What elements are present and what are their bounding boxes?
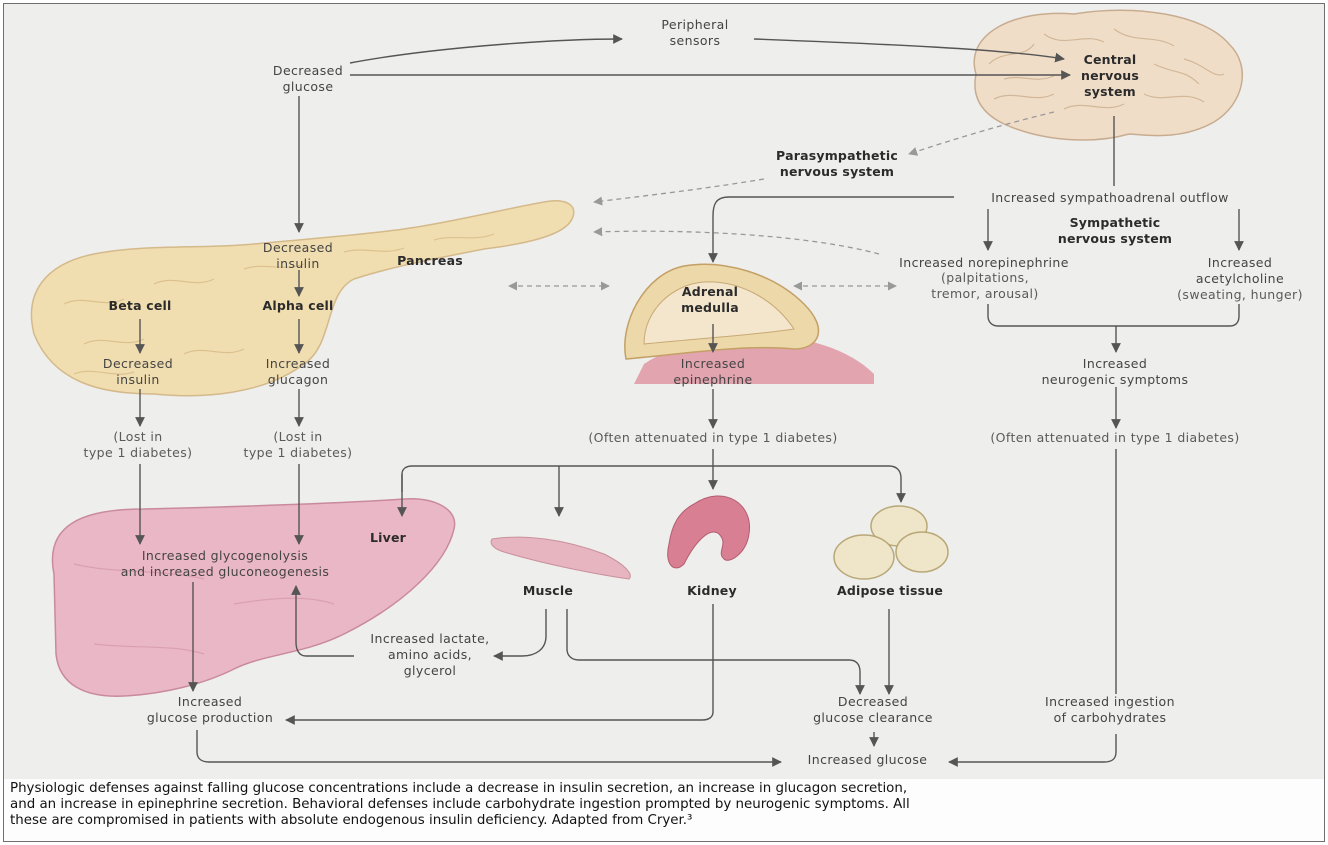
increased-epinephrine-label: Increased epinephrine — [658, 356, 768, 388]
kidney-label: Kidney — [672, 583, 752, 599]
sympathetic-label: Sympathetic nervous system — [1040, 215, 1190, 247]
glycogenolysis-label: Increased glycogenolysis and increased g… — [90, 548, 360, 580]
cns-label: Central nervous system — [1060, 52, 1160, 100]
decreased-insulin-beta-label: Decreased insulin — [88, 356, 188, 388]
diagram-canvas — [4, 4, 1324, 779]
figure-caption: Physiologic defenses against falling glu… — [10, 781, 1318, 829]
acetylcholine-effects-label: (sweating, hunger) — [1155, 287, 1325, 303]
acetylcholine-label: Increased acetylcholine — [1180, 255, 1300, 287]
pancreas-label: Pancreas — [380, 253, 480, 269]
alpha-cell-label: Alpha cell — [248, 298, 348, 314]
glucose-clearance-label: Decreased glucose clearance — [788, 694, 958, 726]
decreased-insulin-top-label: Decreased insulin — [248, 240, 348, 272]
adipose-illustration — [834, 506, 948, 579]
beta-cell-label: Beta cell — [90, 298, 190, 314]
neurogenic-symptoms-label: Increased neurogenic symptoms — [1030, 356, 1200, 388]
liver-label: Liver — [358, 530, 418, 546]
adrenal-medulla-label: Adrenal medulla — [660, 284, 760, 316]
adipose-tissue-label: Adipose tissue — [820, 583, 960, 599]
peripheral-sensors-label: Peripheral sensors — [630, 17, 760, 49]
norepinephrine-label: Increased norepinephrine — [874, 255, 1094, 271]
glucose-production-label: Increased glucose production — [130, 694, 290, 726]
muscle-illustration — [491, 537, 630, 579]
decreased-glucose-label: Decreased glucose — [248, 63, 368, 95]
kidney-illustration — [668, 496, 750, 568]
attenuated-epinephrine-label: (Often attenuated in type 1 diabetes) — [548, 430, 878, 446]
sympathoadrenal-label: Increased sympathoadrenal outflow — [955, 190, 1265, 206]
lost-beta-label: (Lost in type 1 diabetes) — [68, 429, 208, 461]
muscle-label: Muscle — [508, 583, 588, 599]
pathway-arrows — [140, 39, 1239, 762]
norepinephrine-effects-label: (palpitations, tremor, arousal) — [900, 270, 1070, 302]
lost-alpha-label: (Lost in type 1 diabetes) — [228, 429, 368, 461]
lactate-label: Increased lactate, amino acids, glycerol — [345, 631, 515, 679]
carbohydrate-ingestion-label: Increased ingestion of carbohydrates — [1025, 694, 1195, 726]
increased-glucagon-label: Increased glucagon — [248, 356, 348, 388]
parasympathetic-label: Parasympathetic nervous system — [752, 148, 922, 180]
increased-glucose-label: Increased glucose — [785, 752, 950, 768]
attenuated-neurogenic-label: (Often attenuated in type 1 diabetes) — [950, 430, 1280, 446]
